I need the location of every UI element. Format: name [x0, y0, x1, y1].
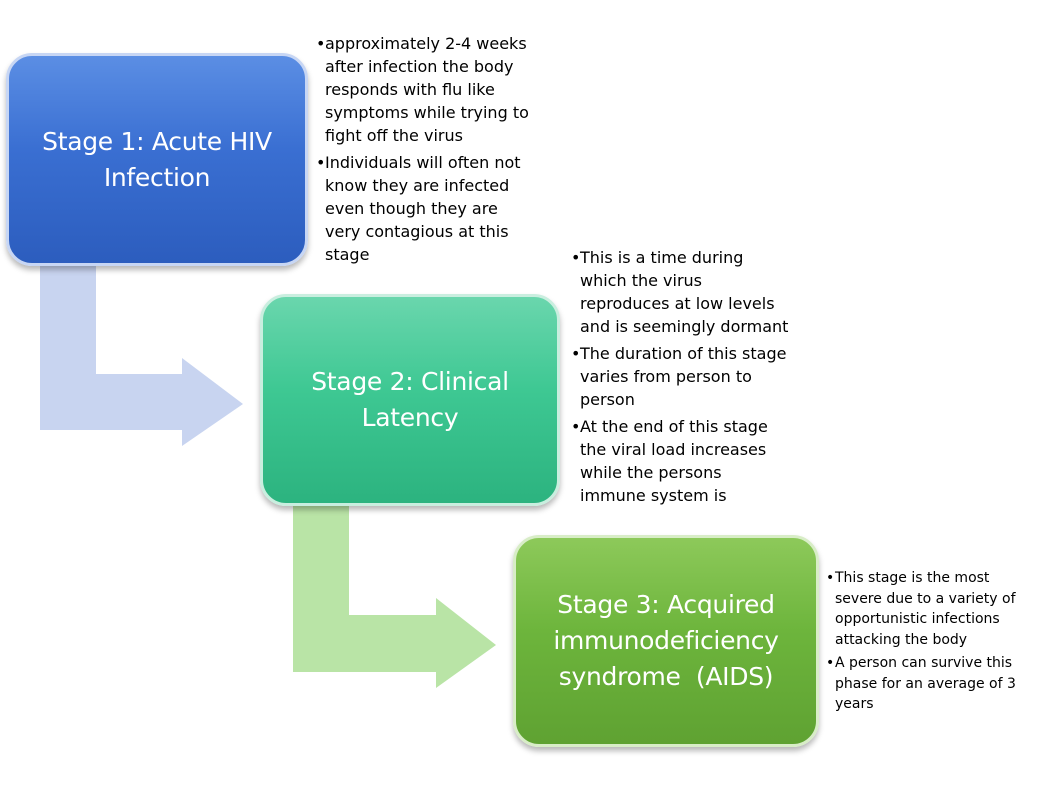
stage-2-title-line: Latency — [361, 403, 459, 432]
stage-1-note: Individuals will often not know they are… — [316, 151, 534, 266]
stage-3-title: Stage 3: Acquired immunodeficiency syndr… — [553, 587, 779, 695]
stage-2-note: This is a time during which the virus re… — [571, 246, 789, 338]
stage-1-note: approximately 2-4 weeks after infection … — [316, 32, 534, 147]
stage-2-note: At the end of this stage the viral load … — [571, 415, 789, 507]
stage-2-note: The duration of this stage varies from p… — [571, 342, 789, 411]
stage-3-box: Stage 3: Acquired immunodeficiency syndr… — [513, 535, 819, 747]
stage-2-notes: This is a time during which the virus re… — [571, 246, 789, 511]
arrow-stage-1-to-2 — [40, 250, 243, 446]
stage-3-title-line: Stage 3: Acquired — [557, 590, 775, 619]
stage-1-notes: approximately 2-4 weeks after infection … — [316, 32, 534, 270]
stage-1-title-line: Infection — [103, 162, 211, 192]
stage-2-title: Stage 2: Clinical Latency — [311, 364, 509, 436]
stage-2-box: Stage 2: Clinical Latency — [260, 294, 560, 506]
arrow-stage-2-to-3 — [293, 490, 496, 688]
stage-1-title-line: Stage 1: Acute HIV — [42, 126, 272, 156]
stage-1-box: Stage 1: Acute HIV Infection — [6, 53, 308, 266]
stage-2-title-line: Stage 2: Clinical — [311, 367, 509, 396]
stage-3-title-line: immunodeficiency — [553, 626, 779, 655]
stage-1-title: Stage 1: Acute HIV Infection — [42, 124, 272, 196]
stage-3-note: This stage is the most severe due to a v… — [826, 568, 1040, 650]
stage-3-title-line: syndrome (AIDS) — [558, 662, 774, 691]
stage-3-notes: This stage is the most severe due to a v… — [826, 568, 1040, 718]
stage-3-note: A person can survive this phase for an a… — [826, 653, 1040, 715]
